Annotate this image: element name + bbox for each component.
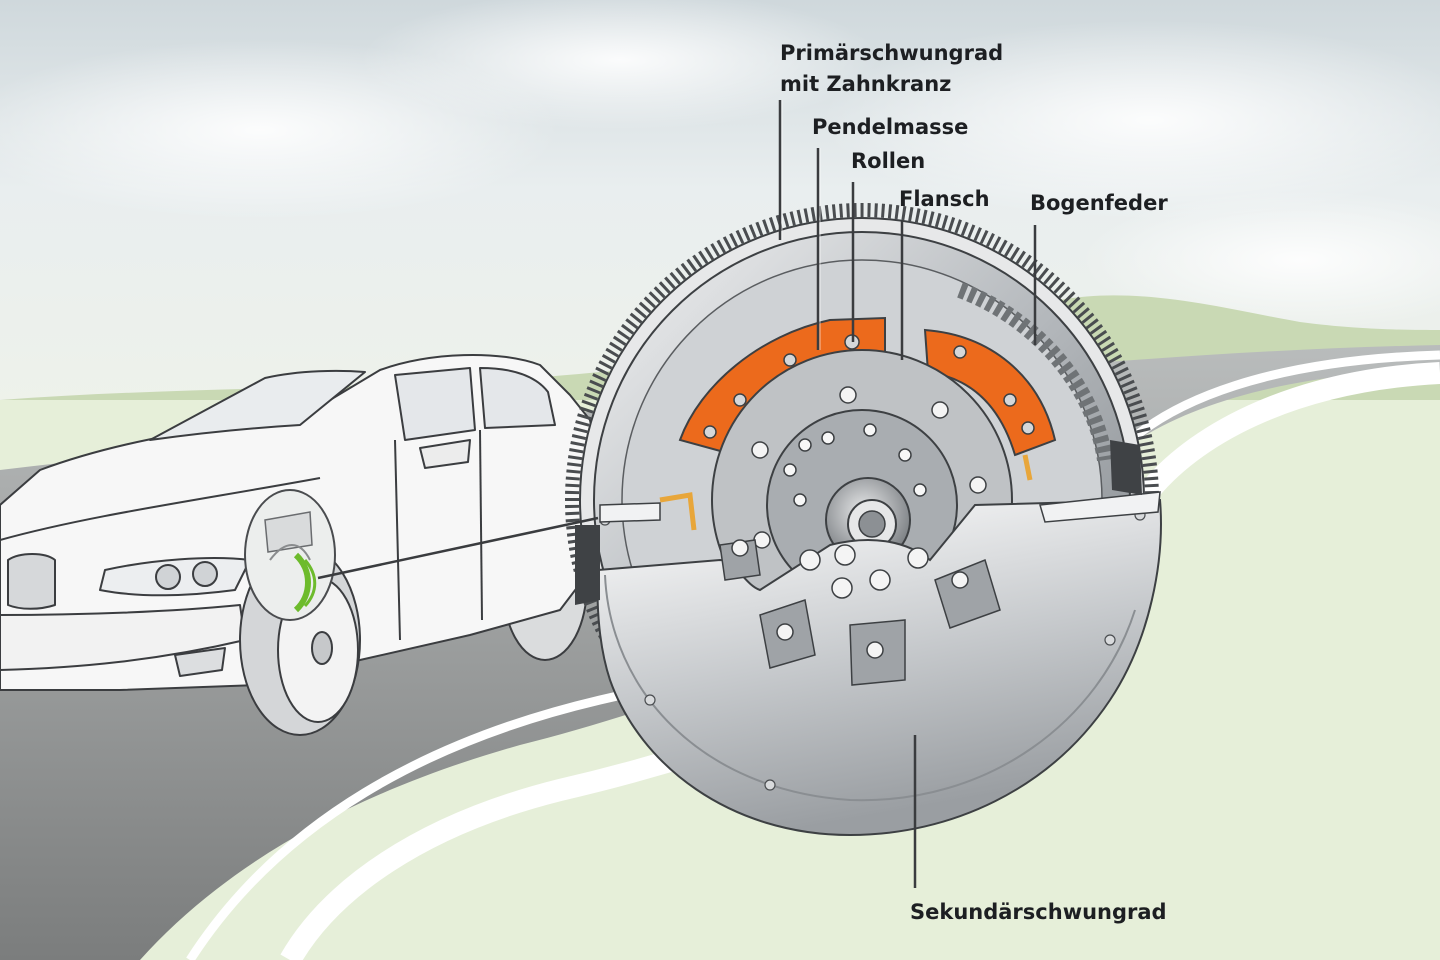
rear-window <box>479 367 556 429</box>
kidney-grille <box>7 553 56 610</box>
arc-spring <box>957 282 1113 462</box>
cloud <box>360 0 880 130</box>
flywheel-indicator-icon <box>293 552 311 613</box>
label-primary-line2: mit Zahnkranz <box>780 72 952 96</box>
label-arc-spring: Bogenfeder <box>1030 191 1168 215</box>
leader-car-to-flywheel <box>317 516 599 580</box>
label-primary-line1: Primärschwungrad <box>780 41 1004 65</box>
cut-edge <box>575 525 600 605</box>
hood-line <box>0 477 321 541</box>
flange-bolt <box>751 386 987 549</box>
label-rollers: Rollen <box>851 149 926 173</box>
cut-edge <box>1110 440 1142 495</box>
spring-window-accent <box>1022 454 1033 481</box>
label-flange: Flansch <box>899 187 990 211</box>
label-secondary-flywheel: Sekundärschwungrad <box>910 900 1167 924</box>
spring-window-accent <box>659 492 697 531</box>
label-primary-flywheel: Primärschwungrad mit Zahnkranz <box>780 38 1003 100</box>
door-line <box>479 429 483 621</box>
cloud <box>820 20 1440 220</box>
front-hub <box>311 631 333 665</box>
secondary-hole <box>731 539 969 659</box>
roller <box>703 334 1035 439</box>
hub-bolt-hole <box>783 423 927 507</box>
flywheel <box>565 203 1162 837</box>
pendulum-mass <box>923 328 1057 457</box>
cloud <box>1080 190 1440 330</box>
headlight-lens <box>192 561 218 587</box>
engine-cutaway <box>244 489 336 621</box>
side-window <box>394 367 476 441</box>
leader-lines <box>317 100 1037 888</box>
windshield <box>149 369 366 441</box>
headlight-lens <box>155 564 181 590</box>
fog-light <box>174 647 226 677</box>
label-pendulum-mass: Pendelmasse <box>812 115 969 139</box>
cut-edge <box>1039 491 1161 523</box>
secondary-flywheel-rim <box>604 574 1136 802</box>
door-line <box>394 439 401 641</box>
mirror <box>419 439 471 469</box>
cut-edge <box>599 502 661 523</box>
